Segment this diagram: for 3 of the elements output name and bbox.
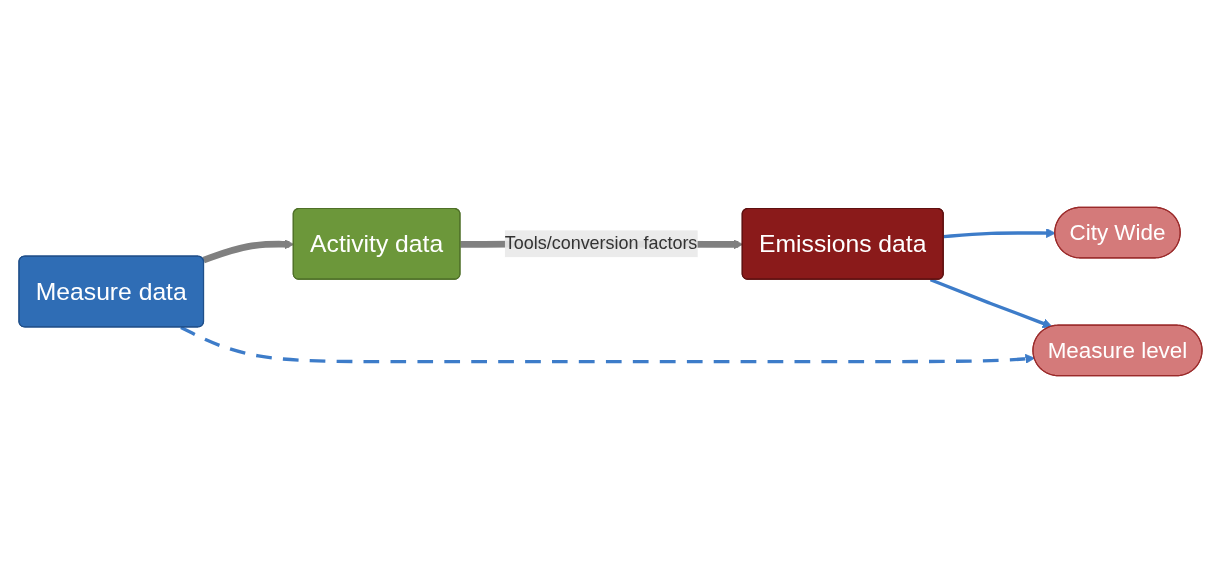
edge-label: Tools/conversion factors: [504, 233, 698, 253]
arrow: [929, 278, 1053, 329]
arrow: [180, 325, 1035, 364]
